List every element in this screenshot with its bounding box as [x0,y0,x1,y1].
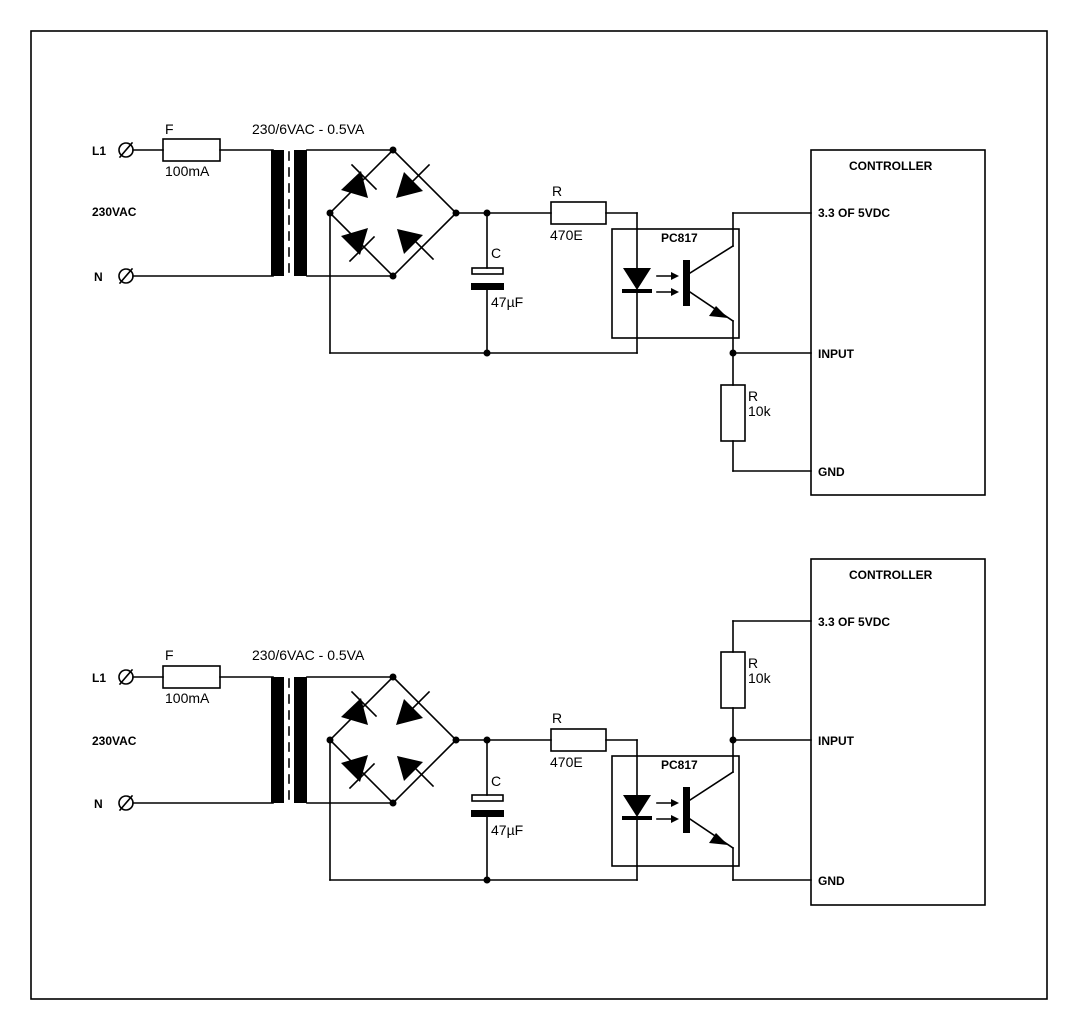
fuse [162,665,221,689]
capacitor-ref: C [491,773,501,789]
terminal-l1-label: L1 [92,144,106,158]
diagram-border [30,30,1048,1000]
capacitor-value: 47µF [491,294,523,310]
capacitor [471,212,504,354]
fuse-value: 100mA [165,690,210,706]
supply-voltage-label: 230VAC [92,205,137,219]
pulldown-resistor-ref: R [748,388,758,404]
circuit-1: L1 N 230VAC F 100mA 230/6VAC - 0.5VA [92,121,986,496]
controller-box [810,558,986,906]
circuit-2: L1 N 230VAC F 100mA 230/6VAC - 0.5VA [92,558,986,906]
fuse-ref: F [165,647,174,663]
series-resistor [550,201,607,225]
capacitor-ref: C [491,245,501,261]
controller-pin-input: INPUT [818,734,855,748]
series-resistor-value: 470E [550,227,583,243]
transformer [271,677,307,803]
transformer [271,150,307,276]
bridge-rectifier [326,146,460,280]
bridge-rectifier [326,673,460,807]
terminal-l1 [118,668,134,686]
controller-title: CONTROLLER [849,159,933,173]
series-resistor [550,728,607,752]
optocoupler-label: PC817 [661,231,698,245]
supply-voltage-label: 230VAC [92,734,137,748]
capacitor [471,739,504,881]
terminal-n [118,267,134,285]
pullup-resistor-value: 10k [748,670,772,686]
pullup-resistor-ref: R [748,655,758,671]
pulldown-resistor [720,384,746,442]
controller-box [810,149,986,496]
series-resistor-ref: R [552,183,562,199]
fuse [162,138,221,162]
optocoupler [611,739,740,881]
pullup-resistor [720,651,746,709]
transformer-rating: 230/6VAC - 0.5VA [252,121,365,137]
terminal-n [118,794,134,812]
series-resistor-value: 470E [550,754,583,770]
terminal-n-label: N [94,797,103,811]
series-resistor-ref: R [552,710,562,726]
terminal-n-label: N [94,270,103,284]
capacitor-value: 47µF [491,822,523,838]
controller-pin-supply: 3.3 OF 5VDC [818,615,890,629]
optocoupler-label: PC817 [661,758,698,772]
controller-pin-input: INPUT [818,347,855,361]
fuse-value: 100mA [165,163,210,179]
controller-pin-gnd: GND [818,465,845,479]
fuse-ref: F [165,121,174,137]
controller-pin-supply: 3.3 OF 5VDC [818,206,890,220]
terminal-l1-label: L1 [92,671,106,685]
controller-title: CONTROLLER [849,568,933,582]
terminal-l1 [118,141,134,159]
pulldown-resistor-value: 10k [748,403,772,419]
optocoupler [611,212,740,354]
transformer-rating: 230/6VAC - 0.5VA [252,647,365,663]
controller-pin-gnd: GND [818,874,845,888]
